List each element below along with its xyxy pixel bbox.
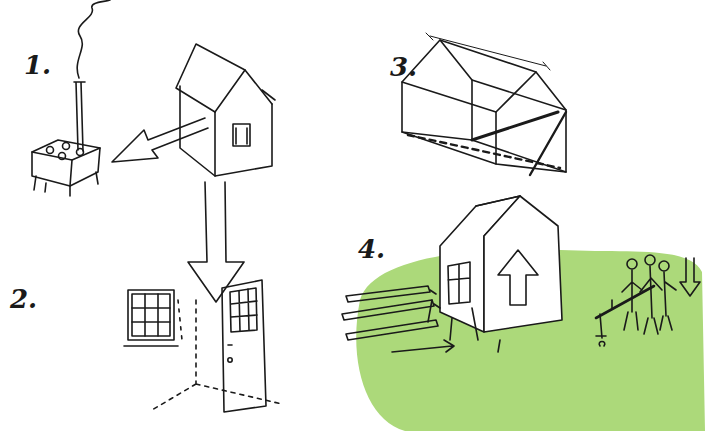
people-lifting-stroke — [660, 272, 676, 330]
frame-wireframe-stroke — [530, 112, 566, 175]
house-sketch — [176, 44, 275, 176]
timber-planks-stroke — [346, 320, 438, 340]
window-sketch-stroke — [128, 290, 174, 340]
house-sketch-stroke — [484, 196, 562, 332]
timber-planks — [342, 286, 500, 352]
timber-planks-stroke — [346, 286, 430, 302]
people-lifting-stroke — [596, 286, 654, 318]
window-sketch-stroke — [132, 294, 170, 336]
timber-planks-stroke — [430, 290, 440, 308]
house-sketch-stroke — [448, 262, 470, 304]
door-sketch-stroke — [228, 344, 232, 346]
step-number: 4. — [358, 236, 385, 262]
hollow-arrow — [112, 118, 208, 162]
wall-corner — [178, 300, 182, 340]
people-lifting-stroke — [596, 314, 606, 346]
door-sketch-stroke — [230, 288, 257, 332]
people-lifting-stroke — [627, 259, 637, 269]
people-lifting-stroke — [611, 300, 613, 308]
stove-stroke — [70, 160, 72, 186]
people-lifting-stroke — [645, 255, 655, 265]
stove-stroke — [74, 82, 85, 151]
frame-wireframe-stroke — [426, 33, 550, 70]
timber-planks-stroke — [392, 340, 454, 352]
house-sketch-stroke — [176, 44, 245, 112]
house-sketch-stroke — [236, 128, 247, 144]
people-lifting — [596, 255, 676, 346]
timber-planks-stroke — [342, 300, 434, 320]
hollow-arrow — [680, 258, 700, 296]
door-sketch-stroke — [231, 289, 257, 331]
stove-stroke — [63, 143, 70, 150]
stove-stroke — [59, 153, 66, 160]
stove-stroke — [47, 147, 54, 154]
window-sketch-stroke — [124, 345, 178, 347]
house-sketch — [428, 196, 562, 340]
hollow-arrow — [188, 182, 244, 302]
wall-corner — [152, 300, 282, 410]
frame-wireframe-stroke — [430, 36, 546, 66]
timber-planks-stroke — [450, 318, 500, 352]
people-lifting-stroke — [640, 266, 662, 334]
door-sketch-stroke — [228, 358, 232, 362]
door-sketch-stroke — [222, 280, 266, 412]
frame-wireframe-stroke — [472, 112, 558, 140]
people-lifting-stroke — [659, 261, 669, 271]
people-lifting-stroke — [622, 270, 642, 330]
house-sketch-stroke — [262, 90, 275, 100]
frame-wireframe — [402, 33, 566, 175]
stove-stroke — [34, 172, 98, 196]
house-sketch-stroke — [233, 124, 250, 146]
house-sketch-stroke — [476, 196, 520, 206]
smoke — [77, 0, 110, 78]
step-number: 2. — [10, 286, 37, 312]
window-sketch-stroke — [132, 294, 170, 336]
window-sketch — [124, 290, 178, 346]
step-number: 3. — [390, 54, 417, 80]
stove — [32, 0, 110, 196]
frame-wireframe-stroke — [402, 40, 566, 172]
stove-stroke — [32, 140, 100, 186]
step-number: 1. — [24, 52, 51, 78]
hollow-arrow — [498, 250, 538, 305]
door-sketch — [222, 280, 266, 412]
house-sketch-stroke — [180, 86, 215, 176]
house-sketch-stroke — [215, 104, 272, 176]
